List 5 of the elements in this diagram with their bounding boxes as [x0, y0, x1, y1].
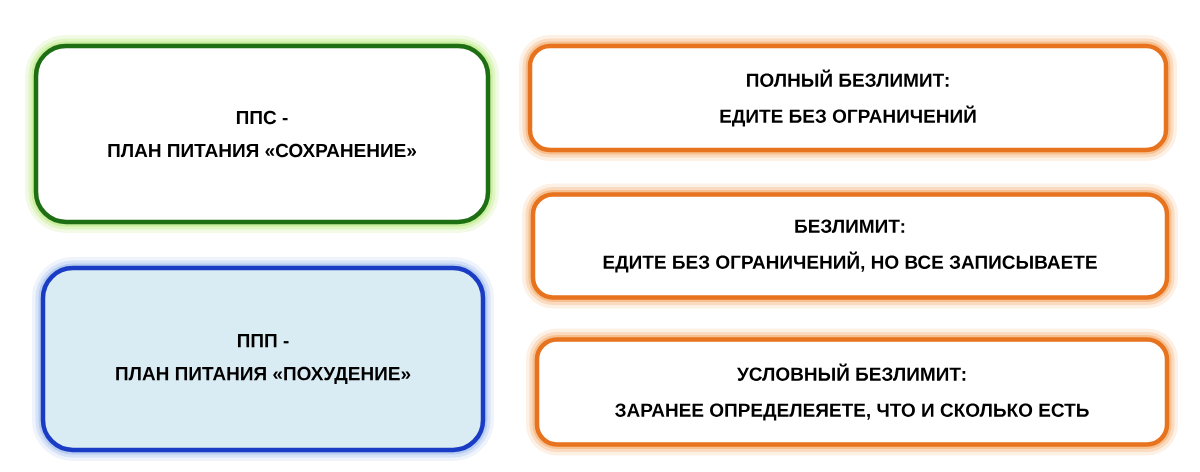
rounded-box: БЕЗЛИМИТ: ЕДИТЕ БЕЗ ОГРАНИЧЕНИЙ, НО ВСЕ ЗАПИСЫВАЕТЕ — [522, 183, 1178, 309]
rounded-box: ПОЛНЫЙ БЕЗЛИМИТ: ЕДИТЕ БЕЗ ОГРАНИЧЕНИЙ — [519, 35, 1177, 161]
rounded-box: ППС - ПЛАН ПИТАНИЯ «СОХРАНЕНИЕ» — [25, 35, 499, 233]
rounded-box: УСЛОВНЫЙ БЕЗЛИМИТ: ЗАРАНЕЕ ОПРЕДЕЛЕЯЕТЕ, ЧТО И СКОЛЬКО ЕСТЬ — [526, 328, 1178, 456]
rounded-box: ППП - ПЛАН ПИТАНИЯ «ПОХУДЕНИЕ» — [32, 257, 494, 461]
